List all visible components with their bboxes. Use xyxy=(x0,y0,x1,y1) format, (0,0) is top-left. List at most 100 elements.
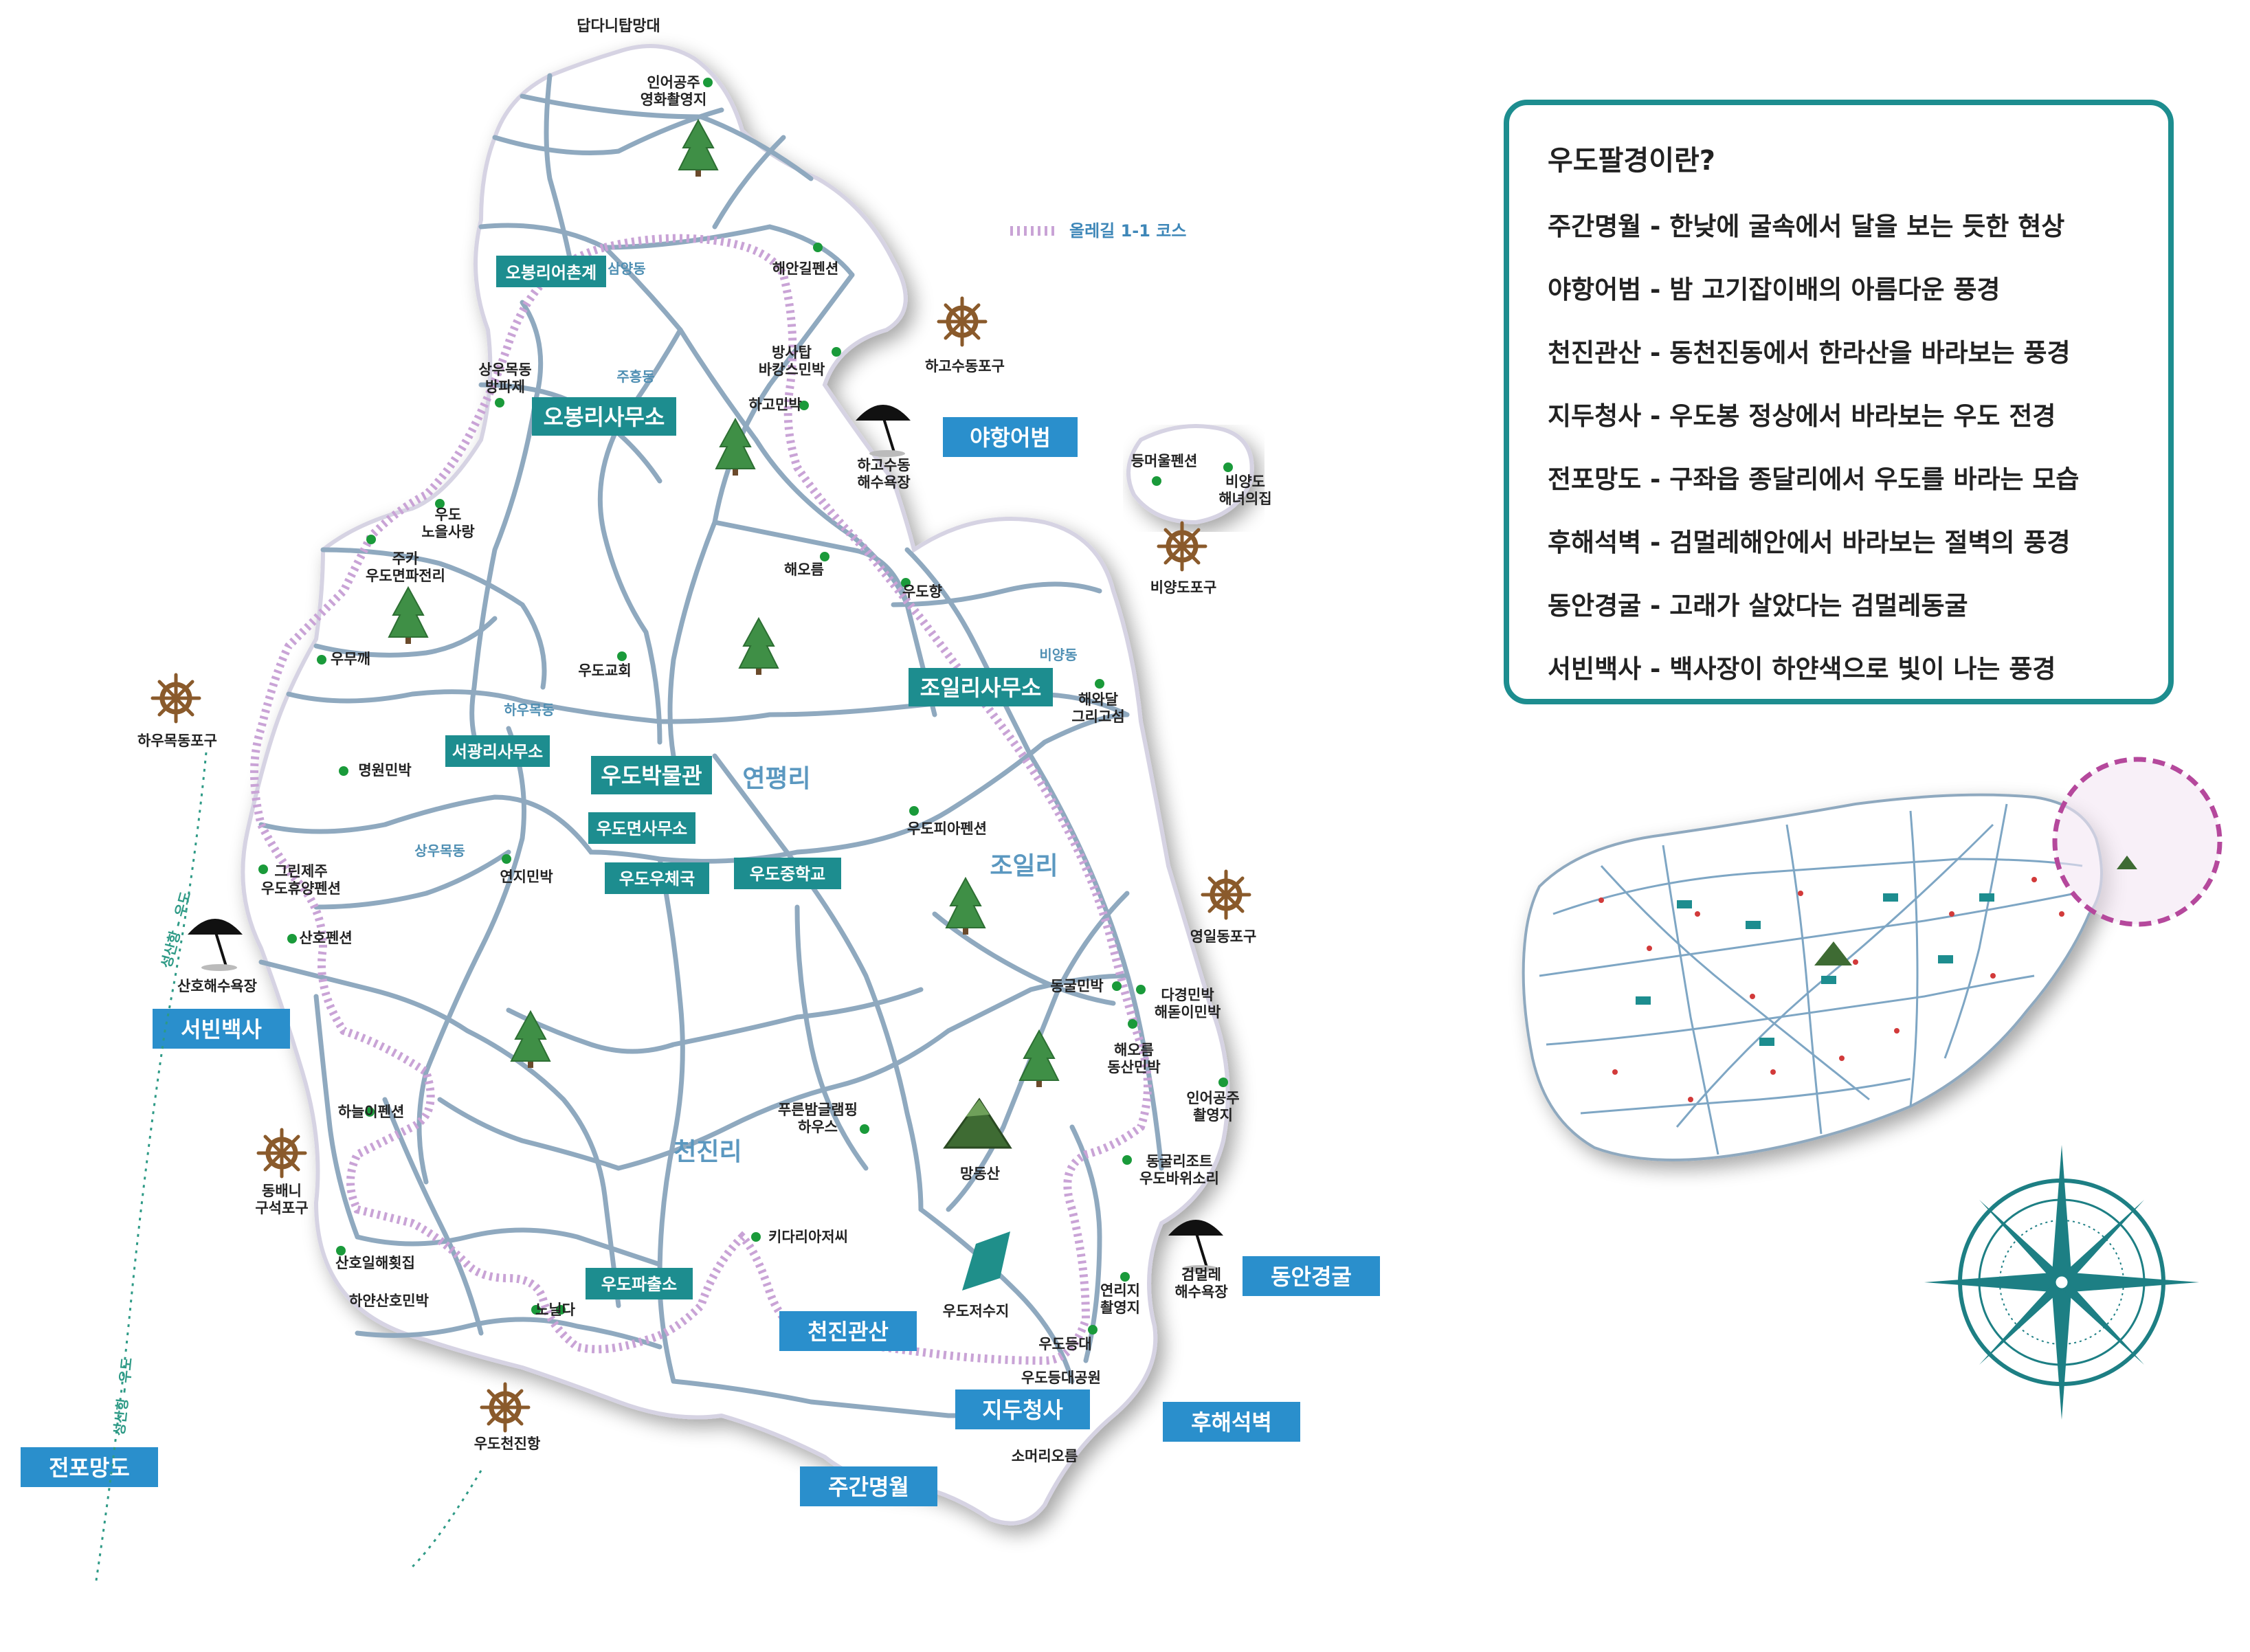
poi-yeonji: 연지민박 xyxy=(500,869,553,885)
view-dongan: 동안경굴 xyxy=(1271,1264,1352,1290)
area-biyang: 비양동 xyxy=(1039,647,1077,663)
ship-wheel-icon xyxy=(258,1130,305,1176)
poi-haean-pension: 해안길펜션 xyxy=(772,260,839,277)
office-museum: 우도박물관 xyxy=(601,763,702,789)
office-obong-chon: 오봉리어촌계 xyxy=(506,263,597,282)
poi-sanho-il: 산호일해횟집 xyxy=(335,1255,415,1271)
ship-wheel-icon xyxy=(153,675,199,722)
office-post: 우도우체국 xyxy=(619,869,695,889)
poi-udopia: 우도피아펜션 xyxy=(907,821,987,837)
info-line: 동안경굴 - 고래가 살았다는 검멀레동굴 xyxy=(1548,591,1968,621)
ship-wheel-icon xyxy=(1159,523,1205,570)
village-joil: 조일리 xyxy=(990,852,1058,880)
office-myeon: 우도면사무소 xyxy=(597,819,687,838)
view-cheonjin: 천진관산 xyxy=(807,1319,889,1345)
label-sanho-beach: 산호해수욕장 xyxy=(177,978,257,994)
view-yahang: 야항어범 xyxy=(970,425,1051,451)
poi-donggul-minbak: 동굴민박 xyxy=(1050,978,1103,994)
poi-hayan-sanho: 하얀산호민박 xyxy=(349,1293,429,1309)
eight-views-labels: 야항어범 서빈백사 동안경굴 전포망도 천진관산 지두청사 후해석벽 주간명월 xyxy=(21,417,1380,1506)
label-udo-reservoir: 우도저수지 xyxy=(943,1303,1010,1319)
poi-hago-minbak: 하고민박 xyxy=(748,397,801,413)
ship-wheel-icon xyxy=(482,1384,528,1431)
area-sangu: 상우목동 xyxy=(414,842,465,859)
office-middle-school: 우도중학교 xyxy=(750,864,825,884)
ferry-route-label-1: 성산항 - 우도 xyxy=(158,890,194,970)
office-police: 우도파출소 xyxy=(601,1275,677,1294)
label-mangdongsan: 망동산 xyxy=(960,1165,1000,1182)
poi-haeoreum: 해오름 xyxy=(784,561,824,578)
poi-haneul-pension: 하늘이펜션 xyxy=(338,1104,405,1120)
umbrella-icon xyxy=(1167,1218,1225,1273)
ship-wheel-icon xyxy=(939,298,985,345)
view-huhae: 후해석벽 xyxy=(1191,1409,1272,1436)
area-juheung: 주흥동 xyxy=(616,368,654,385)
info-title: 우도팔경이란? xyxy=(1548,145,1716,177)
label-soemeori: 소머리오름 xyxy=(1012,1448,1078,1464)
info-line: 전포망도 - 구좌읍 종달리에서 우도를 바라는 모습 xyxy=(1548,465,2080,494)
view-jidu: 지두청사 xyxy=(982,1397,1063,1423)
umbrella-icon xyxy=(186,917,244,972)
poi-umukkae: 우무깨 xyxy=(331,651,370,667)
label-yeongil-port: 영일동포구 xyxy=(1190,928,1257,945)
office-obong: 오봉리사무소 xyxy=(544,404,665,430)
info-line: 야항어범 - 밤 고기잡이배의 아름다운 풍경 xyxy=(1548,275,2001,304)
ship-wheel-icon xyxy=(1203,871,1249,918)
top-label: 답다니탑망대 xyxy=(577,18,660,35)
info-line: 주간명월 - 한낮에 굴속에서 달을 보는 듯한 현상 xyxy=(1548,212,2065,241)
office-seogwang: 서광리사무소 xyxy=(452,742,543,761)
poi-sanho-pension: 산호펜션 xyxy=(299,930,352,946)
office-labels: 오봉리어촌계 오봉리사무소 조일리사무소 서광리사무소 우도박물관 우도면사무소… xyxy=(445,256,1053,1299)
label-lighthouse-park: 우도등대공원 xyxy=(1021,1370,1101,1386)
olle-legend-label: 올레길 1-1 코스 xyxy=(1069,221,1186,241)
ferry-route-label-2: 성산항 - 우도 xyxy=(111,1357,135,1436)
info-line: 서빈백사 - 백사장이 하얀색으로 빛이 나는 풍경 xyxy=(1548,654,2056,684)
udo-eight-views-info: 우도팔경이란? 주간명월 - 한낮에 굴속에서 달을 보는 듯한 현상 야항어범… xyxy=(1504,100,2174,704)
info-line: 천진관산 - 동천진동에서 한라산을 바라보는 풍경 xyxy=(1548,338,2071,368)
view-seobin: 서빈백사 xyxy=(181,1016,262,1042)
poi-nolda: 노닐다 xyxy=(535,1302,576,1318)
area-hau: 하우목동 xyxy=(504,702,555,718)
info-line: 지두청사 - 우도봉 정상에서 바라보는 우도 전경 xyxy=(1548,401,2056,431)
label-hago-port: 하고수동포구 xyxy=(925,358,1005,375)
poi-myeongwon: 명원민박 xyxy=(358,762,411,779)
compass-rose xyxy=(1924,1145,2199,1420)
mountain-icon xyxy=(943,1097,1012,1149)
village-yeonpyeong: 연평리 xyxy=(742,765,810,793)
jeju-minimap xyxy=(1522,757,2223,1161)
poi-udo-lighthouse: 우도등대 xyxy=(1038,1336,1091,1352)
reservoir-icon xyxy=(962,1231,1010,1291)
office-joil: 조일리사무소 xyxy=(920,675,1042,701)
poi-deungmeoul: 등머울펜션 xyxy=(1131,453,1198,469)
label-cheonjin-port: 우도천진항 xyxy=(474,1436,541,1452)
area-samyang: 삼양동 xyxy=(608,260,645,277)
info-line: 후해석벽 - 검멀레해안에서 바라보는 절벽의 풍경 xyxy=(1548,528,2071,557)
view-jugan: 주간명월 xyxy=(828,1474,909,1500)
poi-udo-church: 우도교회 xyxy=(578,662,631,679)
poi-kidari: 키다리아저씨 xyxy=(768,1229,848,1245)
olle-legend: 올레길 1-1 코스 xyxy=(1010,221,1186,241)
view-jeonpo: 전포망도 xyxy=(49,1455,130,1481)
label-hau-port: 하우목동포구 xyxy=(137,733,217,749)
poi-dots xyxy=(258,78,1233,1335)
label-biyangdo-port: 비양도포구 xyxy=(1150,579,1217,596)
